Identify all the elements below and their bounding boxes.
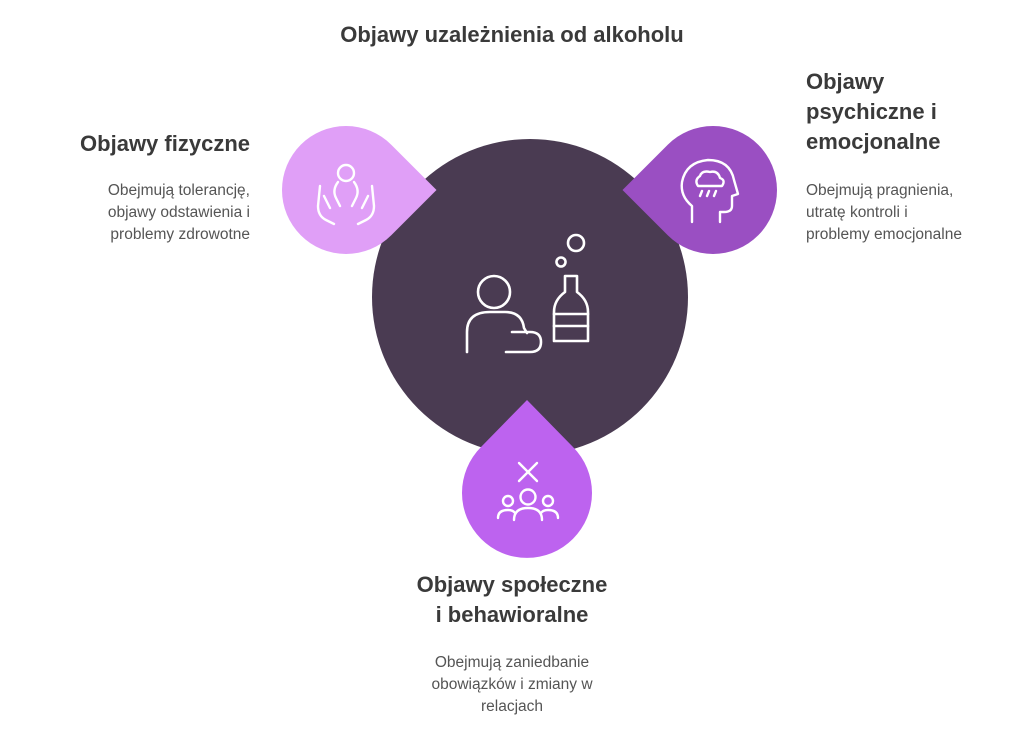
head-rain-cloud-icon bbox=[680, 158, 740, 224]
psychological-droplet bbox=[622, 126, 777, 254]
social-heading: Objawy społeczne i behawioralne bbox=[416, 572, 608, 627]
physical-heading: Objawy fizyczne bbox=[80, 131, 250, 156]
psychological-description: Obejmują pragnienia, utratę kontroli i p… bbox=[806, 182, 962, 243]
person-alcohol-bottle-icon bbox=[465, 233, 590, 354]
social-droplet bbox=[462, 400, 592, 558]
psychological-heading: Objawy psychiczne i emocjonalne bbox=[806, 69, 941, 154]
physical-droplet bbox=[282, 126, 437, 254]
hands-person-icon bbox=[316, 163, 376, 226]
center-circle bbox=[372, 139, 688, 455]
diagram-title: Objawy uzależnienia od alkoholu bbox=[340, 22, 684, 47]
physical-description: Obejmują tolerancję, objawy odstawienia … bbox=[107, 182, 250, 243]
social-description: Obejmują zaniedbanie obowiązków i zmiany… bbox=[431, 654, 593, 715]
group-cross-icon bbox=[496, 461, 560, 522]
